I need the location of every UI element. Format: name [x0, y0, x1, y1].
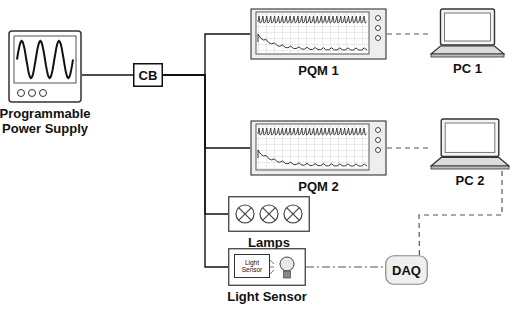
laptop-pc: PC 1 [430, 8, 505, 58]
daq-box: DAQ [385, 255, 428, 285]
node-label: Programmable Power Supply [0, 106, 105, 136]
sensor-box: Light Sensor [234, 254, 270, 278]
node-label: CB [133, 63, 163, 87]
power-quality-meter-icon [250, 120, 387, 176]
circuit-breaker: CB [133, 63, 163, 87]
power-wire [163, 75, 228, 267]
data-link [306, 266, 385, 267]
laptop-pc: PC 2 [430, 118, 510, 170]
node-label: Lamps [248, 235, 290, 250]
power-quality-meter: PQM 1 [250, 8, 387, 60]
node-label: PC 2 [456, 173, 485, 188]
light-sensor-unit: Light SensorLight Sensor [228, 248, 306, 286]
lamp-bank: Lamps [228, 196, 310, 232]
node-label: DAQ [385, 255, 428, 285]
lamp-bank-icon [228, 196, 310, 232]
power-quality-meter: PQM 2 [250, 120, 387, 176]
node-label: PQM 2 [298, 179, 338, 194]
data-link [387, 33, 430, 34]
power-wire [163, 34, 250, 75]
power-supply-icon [8, 30, 82, 103]
node-label: PC 1 [453, 61, 482, 76]
power-quality-meter-icon [250, 8, 387, 60]
node-label: Light Sensor [227, 289, 306, 304]
power-wire [163, 75, 228, 214]
laptop-pc-icon [430, 118, 510, 170]
data-link [387, 147, 430, 148]
node-label: PQM 1 [298, 63, 338, 78]
data-link [419, 170, 502, 255]
laptop-pc-icon [430, 8, 505, 58]
power-supply: Programmable Power Supply [8, 30, 82, 103]
power-wire [163, 75, 250, 148]
node-label: Light Sensor [234, 254, 270, 278]
power-wire [82, 74, 133, 75]
